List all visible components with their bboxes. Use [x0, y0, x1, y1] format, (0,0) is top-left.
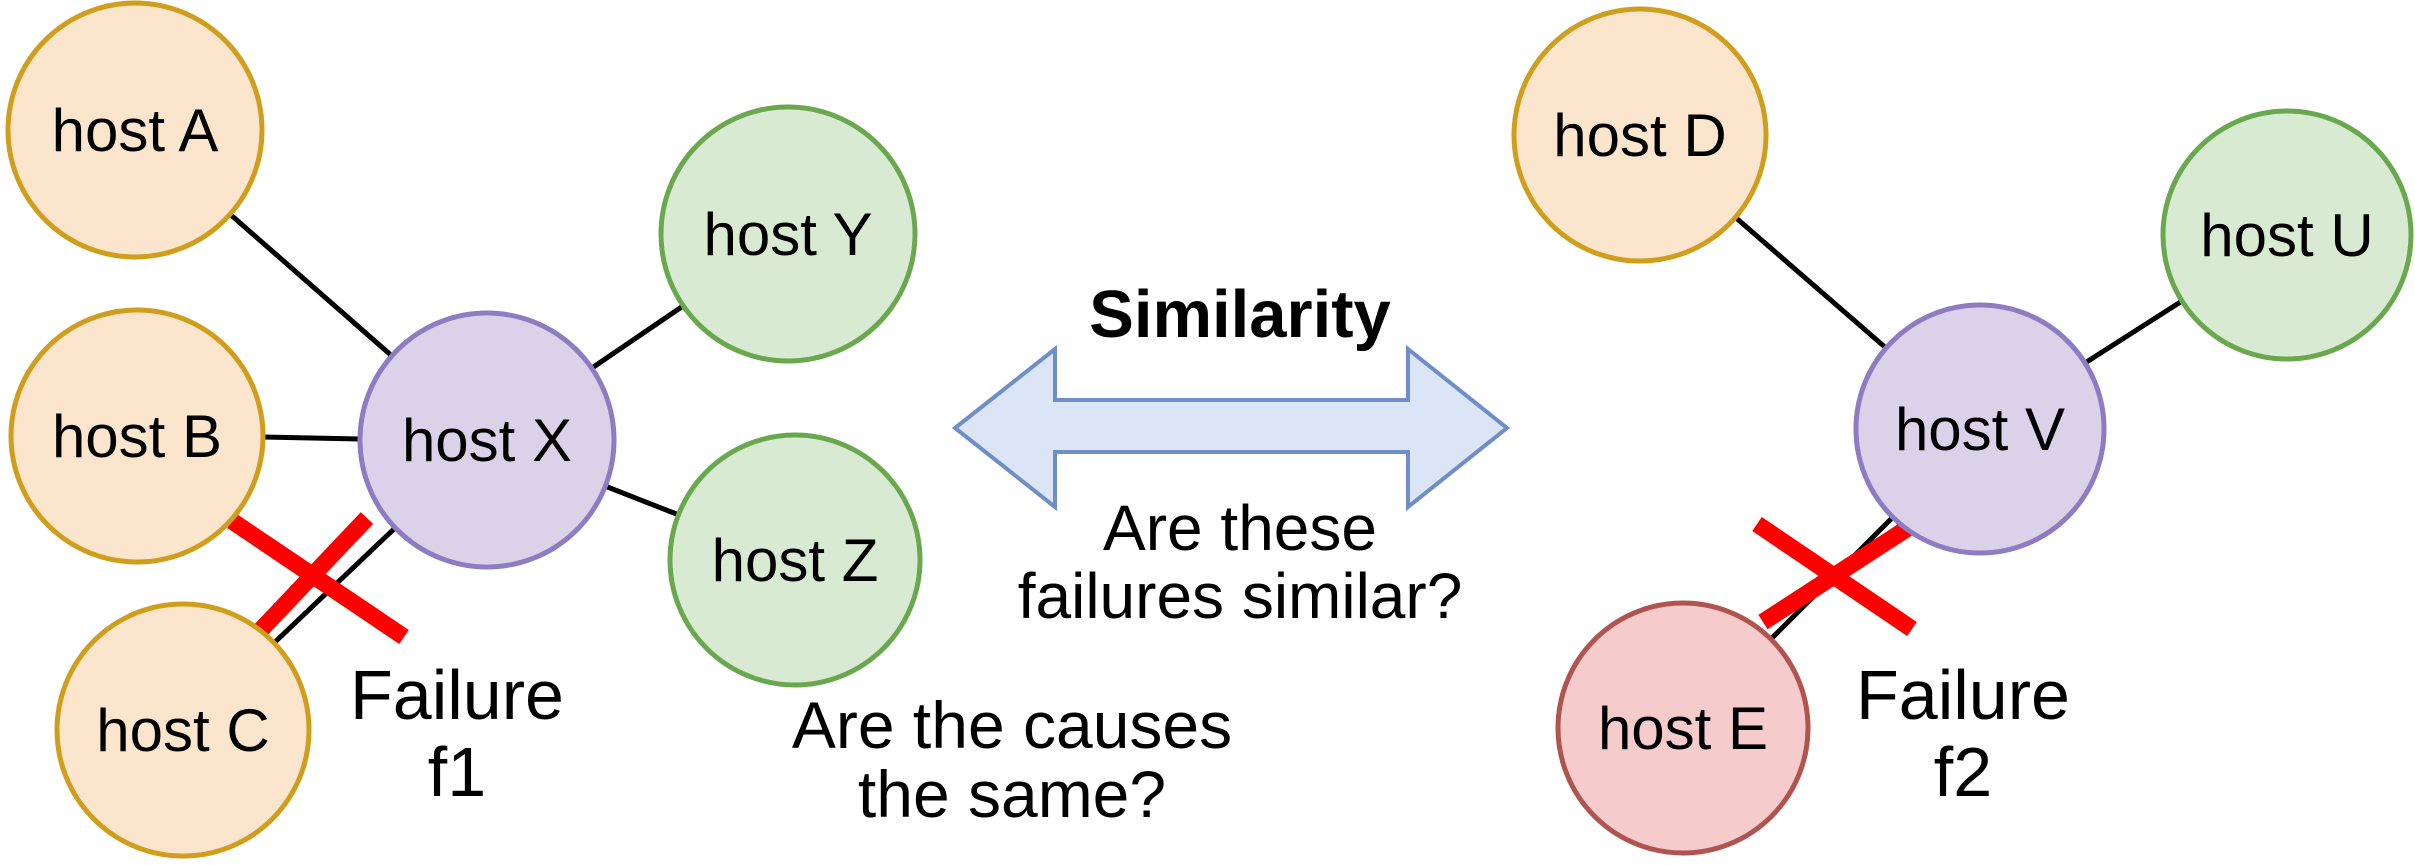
failure-x-stroke: [248, 512, 374, 642]
edge-hostX-hostY: [590, 303, 685, 371]
node-host-z: host Z: [667, 432, 923, 688]
similarity-heading: Similarity: [1089, 277, 1391, 352]
node-host-c: host C: [54, 601, 312, 859]
node-host-e: host E: [1555, 600, 1811, 856]
node-host-d: host D: [1511, 6, 1769, 264]
edge-hostA-hostX: [229, 213, 394, 358]
node-circle-host-e: [1555, 600, 1811, 856]
question2-line2: the same?: [858, 757, 1166, 831]
failure-label-f1-line2: f1: [428, 733, 486, 811]
question-are-these-failures-similar: Are these failures similar?: [1018, 492, 1463, 632]
failure-x-mark-f1: [227, 512, 409, 645]
node-host-y: host Y: [658, 104, 918, 364]
node-label-host-y: host Y: [703, 201, 872, 268]
failure-label-f1-line1: Failure: [350, 656, 564, 734]
node-host-x: host X: [357, 310, 617, 570]
node-circle-host-u: [2160, 108, 2414, 362]
node-label-host-u: host U: [2200, 202, 2373, 269]
failure-x-mark-f2: [1752, 516, 1919, 637]
question1-line2: failures similar?: [1018, 560, 1463, 632]
node-label-host-e: host E: [1598, 695, 1768, 762]
node-label-host-c: host C: [96, 697, 269, 764]
node-label-host-a: host A: [52, 97, 219, 164]
failure-label-f1: Failure f1: [350, 656, 564, 811]
edge-hostU-hostV: [2083, 298, 2184, 366]
question1-line1: Are these: [1103, 492, 1377, 564]
node-label-host-v: host V: [1895, 396, 2065, 463]
node-host-b: host B: [8, 307, 266, 565]
question-are-the-causes-the-same: Are the causes the same?: [792, 688, 1232, 831]
failure-label-f2: Failure f2: [1856, 656, 2070, 811]
node-host-v: host V: [1853, 302, 2107, 556]
node-circle-host-a: [5, 0, 265, 260]
node-label-host-x: host X: [402, 407, 572, 474]
failure-label-f2-line1: Failure: [1856, 656, 2070, 734]
double-headed-arrow-icon: [951, 344, 1511, 512]
node-circle-host-b: [8, 307, 266, 565]
failure-x-stroke: [1758, 516, 1919, 630]
edge-hostX-hostZ: [604, 483, 680, 518]
question2-line1: Are the causes: [792, 688, 1232, 762]
node-label-host-z: host Z: [712, 527, 879, 594]
node-label-host-b: host B: [52, 403, 222, 470]
node-circle-host-z: [667, 432, 923, 688]
node-host-u: host U: [2160, 108, 2414, 362]
node-circle-host-v: [1853, 302, 2107, 556]
center-similarity-block: Similarity Are these failures similar? A…: [792, 277, 1511, 831]
failure-label-f2-line2: f2: [1934, 733, 1992, 811]
left-failure-graph: host A host B host C host X host Y host …: [5, 0, 923, 859]
edge-hostD-hostV: [1733, 215, 1888, 350]
node-circle-host-d: [1511, 6, 1769, 264]
node-circle-host-c: [54, 601, 312, 859]
node-circle-host-y: [658, 104, 918, 364]
right-failure-graph: host D host U host V host E Failure f2: [1511, 6, 2414, 856]
edge-hostB-hostX: [262, 434, 361, 442]
node-label-host-d: host D: [1553, 102, 1726, 169]
node-circle-host-x: [357, 310, 617, 570]
node-host-a: host A: [5, 0, 265, 260]
